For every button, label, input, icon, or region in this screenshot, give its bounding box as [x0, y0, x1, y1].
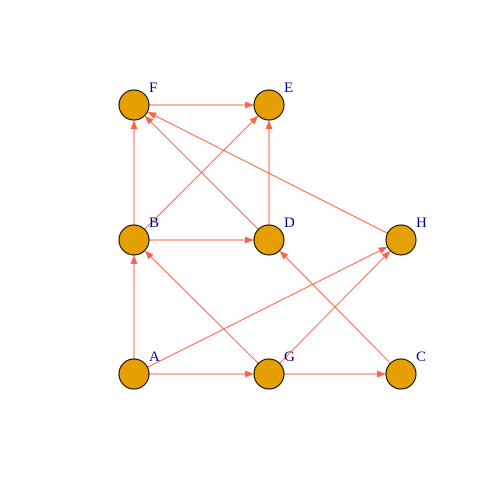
arrowhead-A-B [130, 255, 138, 264]
node-label-B: B [149, 215, 159, 231]
arrowhead-B-D [245, 236, 254, 244]
arrowhead-G-B [144, 250, 154, 260]
edge-A-H [147, 250, 380, 368]
edge-G-B [150, 256, 259, 364]
node-label-A: A [149, 349, 160, 365]
node-B [118, 224, 150, 256]
node-E [253, 89, 285, 121]
arrowhead-B-F [130, 120, 138, 129]
arrowhead-D-F [144, 115, 154, 125]
node-G [253, 358, 285, 390]
arrowhead-C-D [279, 250, 289, 260]
edge-B-E [144, 121, 253, 230]
arrowhead-D-E [265, 120, 273, 129]
nodes-layer: F E B D H A G C [118, 80, 427, 390]
node-H [385, 224, 417, 256]
node-label-C: C [416, 349, 426, 365]
node-D [253, 224, 285, 256]
node-A [118, 358, 150, 390]
node-label-G: G [284, 349, 295, 365]
node-label-D: D [284, 215, 295, 231]
arrowhead-G-C [377, 370, 386, 378]
arrowhead-H-F [147, 111, 157, 119]
arrowhead-A-G [245, 370, 254, 378]
edge-G-H [279, 256, 385, 364]
edge-H-F [155, 115, 388, 234]
node-F [118, 89, 150, 121]
node-label-F: F [149, 80, 157, 96]
edges-layer [130, 101, 391, 378]
arrowhead-B-E [249, 115, 259, 125]
node-label-E: E [284, 80, 293, 96]
edge-D-F [150, 121, 259, 230]
node-C [385, 358, 417, 390]
arrowhead-G-H [381, 250, 391, 260]
arrowhead-A-H [377, 246, 388, 254]
arrowhead-F-E [245, 101, 254, 109]
node-label-H: H [416, 215, 427, 231]
edge-C-D [285, 256, 391, 364]
